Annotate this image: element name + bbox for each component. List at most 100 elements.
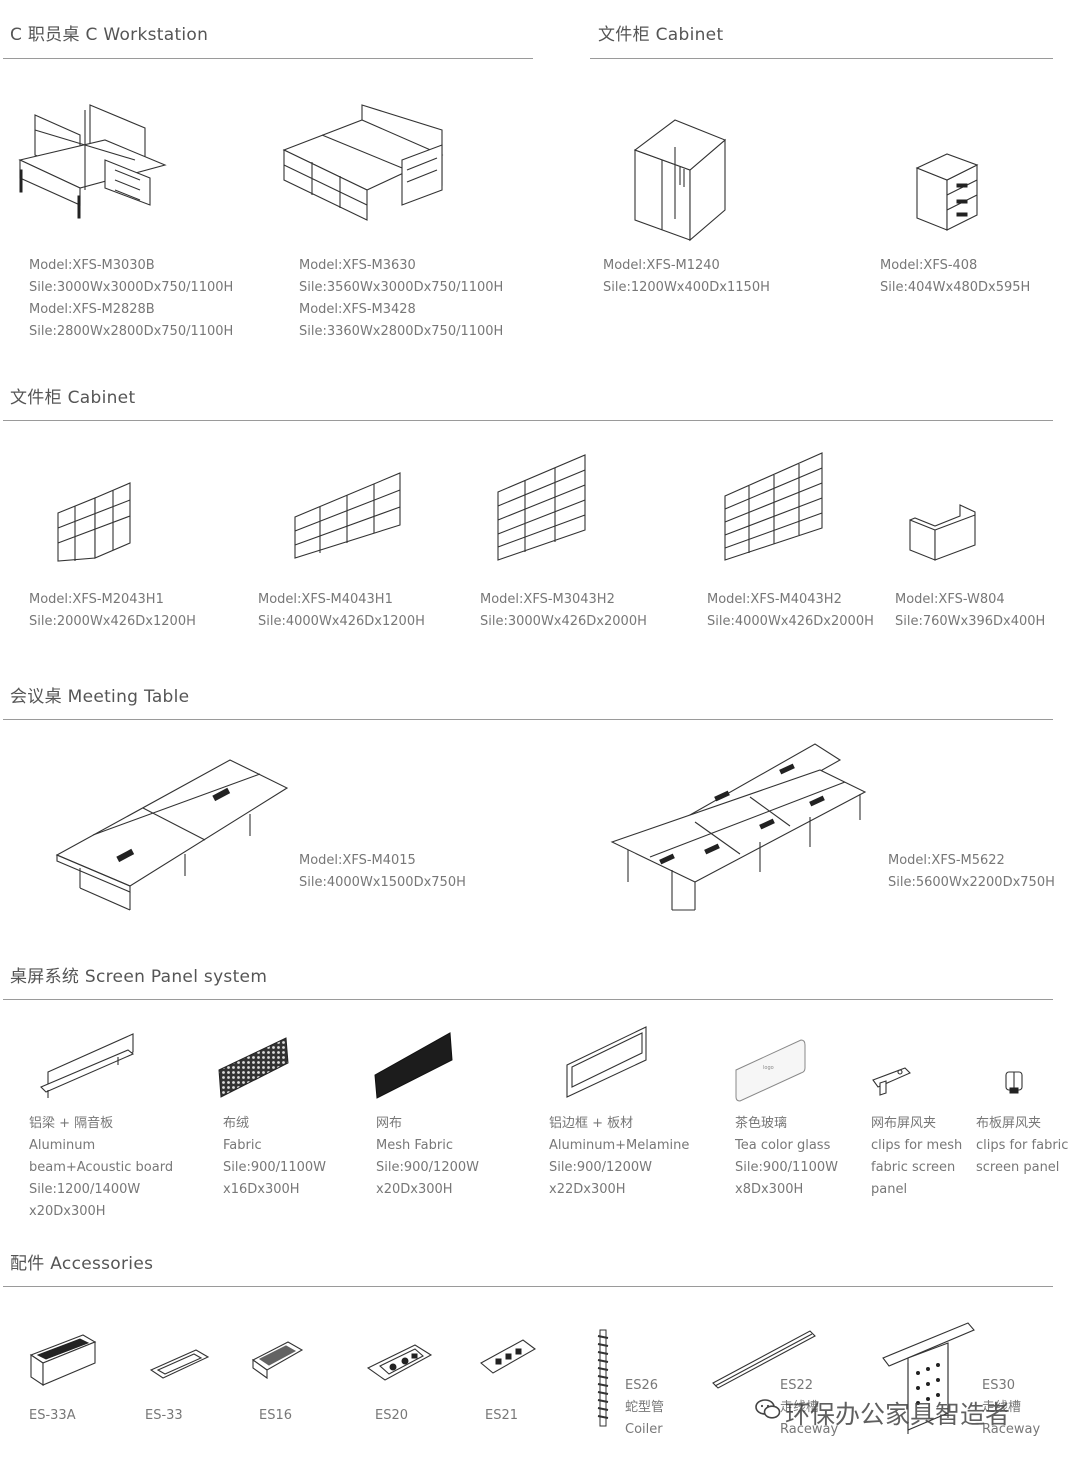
screen-mesh-fabric-illustration xyxy=(374,1032,453,1099)
clip-fabric-illustration xyxy=(1005,1071,1023,1094)
product-info: Model:XFS-M4043H2 Sile:4000Wx426Dx2000H xyxy=(707,589,874,633)
meeting-table-m5622-illustration xyxy=(610,743,867,911)
product-info: Model:XFS-W804 Sile:760Wx396Dx400H xyxy=(895,589,1045,633)
name-en: Raceway xyxy=(982,1422,1041,1437)
size-label: Sile:2000Wx426Dx1200H xyxy=(29,614,196,629)
size-label: Sile:3000Wx3000Dx750/1100H xyxy=(29,280,234,295)
divider xyxy=(3,719,1053,720)
accessory-es20-illustration xyxy=(366,1344,433,1381)
size-label: Sile:900/1200W xyxy=(549,1160,652,1175)
section-title-cabinet-top: 文件柜 Cabinet xyxy=(598,25,724,45)
size-label: Sile:3360Wx2800Dx750/1100H xyxy=(299,324,504,339)
name-cn: 走线槽 xyxy=(982,1400,1022,1415)
product-info: 布绒 Fabric Sile:900/1100W x16Dx300H xyxy=(223,1113,326,1201)
product-info: Model:XFS-M4043H1 Sile:4000Wx426Dx1200H xyxy=(258,589,425,633)
size-label: x20Dx300H xyxy=(376,1182,453,1197)
model-label: Model:XFS-M2828B xyxy=(29,302,155,317)
product-info: ES26 蛇型管 Coiler xyxy=(625,1375,664,1441)
accessory-es16-illustration xyxy=(251,1341,304,1380)
bookshelf-m4043h2-illustration xyxy=(724,452,823,561)
size-label: x16Dx300H xyxy=(223,1182,300,1197)
workstation-m3030b-illustration xyxy=(18,104,167,219)
model-label: ES26 xyxy=(625,1378,659,1393)
name-cn: 布绒 xyxy=(223,1116,250,1131)
size-label: Sile:900/1100W xyxy=(223,1160,326,1175)
size-label: Sile:4000Wx426Dx2000H xyxy=(707,614,874,629)
product-info: Model:XFS-M3043H2 Sile:3000Wx426Dx2000H xyxy=(480,589,647,633)
name-en: Aluminum+Melamine xyxy=(549,1138,690,1153)
name-cn: 布板屏风夹 xyxy=(976,1116,1042,1131)
divider xyxy=(590,58,1053,59)
section-title-accessories: 配件 Accessories xyxy=(10,1254,154,1274)
name-en: clips for fabric xyxy=(976,1138,1069,1153)
model-label: ES16 xyxy=(259,1408,293,1423)
model-label: Model:XFS-W804 xyxy=(895,592,1005,607)
product-info: Model:XFS-M3630 Sile:3560Wx3000Dx750/110… xyxy=(299,255,503,343)
product-info: Model:XFS-M2043H1 Sile:2000Wx426Dx1200H xyxy=(29,589,196,633)
product-info: 网布 Mesh Fabric Sile:900/1200W x20Dx300H xyxy=(376,1113,479,1201)
clip-mesh-illustration xyxy=(872,1067,911,1096)
product-info: 茶色玻璃 Tea color glass Sile:900/1100W x8Dx… xyxy=(735,1113,838,1201)
size-label: Sile:3000Wx426Dx2000H xyxy=(480,614,647,629)
product-info: Model:XFS-M4015 Sile:4000Wx1500Dx750H xyxy=(299,850,466,894)
section-title-workstation: C 职员桌 C Workstation xyxy=(10,25,209,45)
divider xyxy=(3,999,1053,1000)
size-label: Sile:900/1200W xyxy=(376,1160,479,1175)
screen-aluminum-melamine-illustration xyxy=(566,1026,647,1098)
product-info: 布板屏风夹 clips for fabric screen panel xyxy=(976,1113,1068,1179)
name-en: screen panel xyxy=(976,1160,1060,1175)
accessory-es21-illustration xyxy=(480,1339,536,1374)
size-label: Sile:900/1100W xyxy=(735,1160,838,1175)
size-label: Sile:404Wx480Dx595H xyxy=(880,280,1031,295)
accessory-es22-illustration xyxy=(712,1330,816,1389)
section-title-screen: 桌屏系统 Screen Panel system xyxy=(10,967,268,987)
product-info: ES30 走线槽 Raceway xyxy=(982,1375,1040,1441)
size-label: Sile:760Wx396Dx400H xyxy=(895,614,1046,629)
accessory-es33-illustration xyxy=(149,1349,210,1379)
name-cn: 铝边框 + 板材 xyxy=(549,1116,634,1131)
workstation-m3630-illustration xyxy=(282,104,444,221)
model-label: Model:XFS-M3428 xyxy=(299,302,416,317)
size-label: Sile:4000Wx1500Dx750H xyxy=(299,875,466,890)
cabinet-w804-illustration xyxy=(909,504,976,561)
size-label: x8Dx300H xyxy=(735,1182,804,1197)
product-info: ES16 xyxy=(259,1405,292,1427)
size-label: Sile:1200Wx400Dx1150H xyxy=(603,280,770,295)
divider xyxy=(3,1286,1053,1287)
model-label: Model:XFS-M1240 xyxy=(603,258,720,273)
cabinet-m1240-illustration xyxy=(633,119,727,242)
model-label: Model:XFS-M5622 xyxy=(888,853,1005,868)
name-cn: 走线槽 xyxy=(780,1400,820,1415)
name-cn: 网布屏风夹 xyxy=(871,1116,937,1131)
screen-tea-glass-illustration: logo xyxy=(735,1039,806,1102)
model-label: ES20 xyxy=(375,1408,409,1423)
name-en: panel xyxy=(871,1182,908,1197)
name-cn: 茶色玻璃 xyxy=(735,1116,788,1131)
name-en: Mesh Fabric xyxy=(376,1138,453,1153)
product-info: Model:XFS-M3030B Sile:3000Wx3000Dx750/11… xyxy=(29,255,233,343)
product-info: Model:XFS-M1240 Sile:1200Wx400Dx1150H xyxy=(603,255,770,299)
bookshelf-m2043h1-illustration xyxy=(57,482,131,562)
name-en: Fabric xyxy=(223,1138,262,1153)
model-label: Model:XFS-408 xyxy=(880,258,978,273)
product-info: ES22 走线槽 Raceway xyxy=(780,1375,838,1441)
name-en: Aluminum xyxy=(29,1138,96,1153)
name-cn: 网布 xyxy=(376,1116,403,1131)
model-label: Model:XFS-M3630 xyxy=(299,258,416,273)
model-label: Model:XFS-M3043H2 xyxy=(480,592,615,607)
product-info: ES21 xyxy=(485,1405,518,1427)
model-label: ES-33A xyxy=(29,1408,76,1423)
size-label: Sile:2800Wx2800Dx750/1100H xyxy=(29,324,234,339)
screen-aluminum-acoustic-illustration xyxy=(40,1033,135,1098)
bookshelf-m3043h2-illustration xyxy=(497,454,586,561)
model-label: Model:XFS-M4043H1 xyxy=(258,592,393,607)
section-title-meeting: 会议桌 Meeting Table xyxy=(10,687,190,707)
model-label: Model:XFS-M3030B xyxy=(29,258,155,273)
meeting-table-m4015-illustration xyxy=(55,759,289,911)
product-info: 铝梁 + 隔音板 Aluminum beam+Acoustic board Si… xyxy=(29,1113,173,1223)
name-en: Raceway xyxy=(780,1422,839,1437)
size-label: x22Dx300H xyxy=(549,1182,626,1197)
product-info: ES-33A xyxy=(29,1405,76,1427)
model-label: ES30 xyxy=(982,1378,1016,1393)
model-label: Model:XFS-M4015 xyxy=(299,853,416,868)
